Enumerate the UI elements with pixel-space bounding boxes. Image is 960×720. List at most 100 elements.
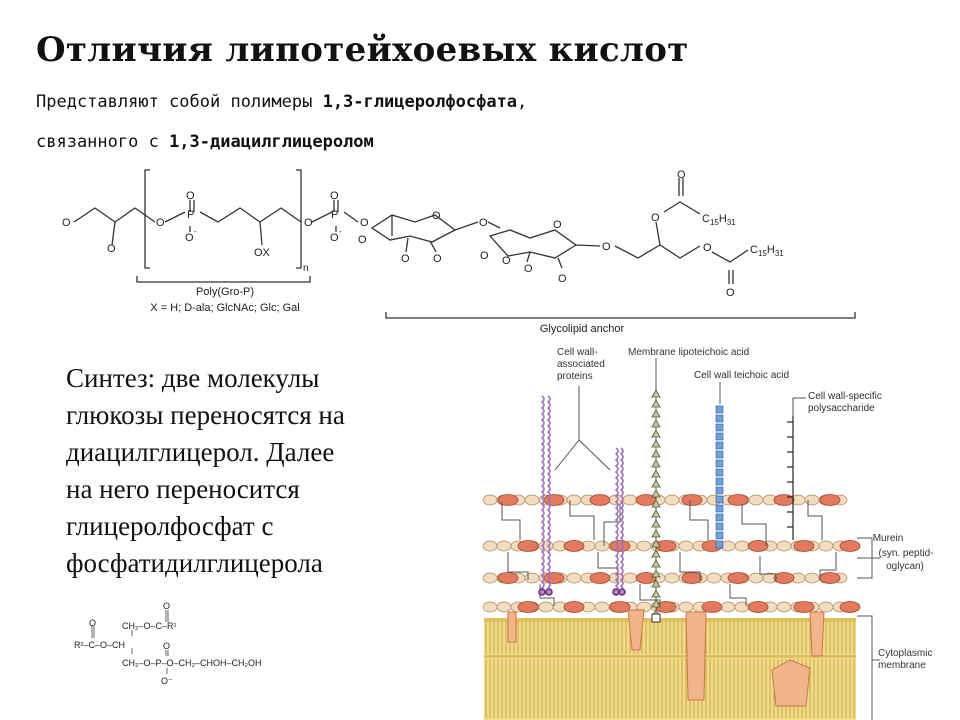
lta-unit [651, 429, 661, 438]
murein-glycan [819, 572, 841, 584]
murein-glycan [681, 494, 703, 506]
atom-o-7: O [360, 217, 369, 229]
atom-o-minus-1: O [185, 232, 194, 244]
murein-bead [524, 494, 540, 506]
atom-o-minus-2: O [330, 232, 339, 244]
lta-unit [651, 549, 661, 558]
synthesis-line-2: глюкозы переносятся на [66, 400, 345, 430]
diagram-labels: Cell wall- associated proteins Membrane … [557, 347, 934, 671]
murein-glycan [589, 572, 611, 584]
synthesis-line-3: диацилглицерол. Далее [66, 437, 335, 467]
formula-o-left: O [89, 618, 96, 628]
wta-unit [715, 405, 724, 414]
structure-bonds [73, 169, 856, 319]
lta-unit [651, 399, 661, 408]
atom-o-19: O [703, 242, 712, 254]
lta-unit [651, 389, 661, 398]
lta-unit [651, 469, 661, 478]
atom-o-13: O [502, 255, 511, 267]
murein-glycan [747, 540, 769, 552]
membrane-lipid-tails [485, 622, 855, 718]
subtitle-1-text: Представляют собой полимеры [36, 92, 323, 112]
slide-title: Отличия липотейхоевых кислот [36, 30, 689, 70]
atom-o-5: O [304, 217, 313, 229]
wta-unit [715, 459, 724, 468]
atom-o-8: O [358, 234, 367, 246]
murein-bead [664, 572, 680, 584]
acyl-2-c: C [750, 244, 758, 256]
murein-glycan [839, 601, 861, 613]
subtitle-line-1: Представляют собой полимеры 1,3-глицерол… [36, 92, 527, 112]
murein-glycan [563, 540, 585, 552]
wta-unit [715, 414, 724, 423]
lta-unit [651, 439, 661, 448]
murein-glycan [517, 540, 539, 552]
x-substituents-label: X = H; D-ala; GlcNAc; Glc; Gal [150, 302, 299, 314]
protein-anchor [538, 588, 546, 596]
murein-glycan [681, 572, 703, 584]
wta-unit [715, 486, 724, 495]
atom-o-14: O [524, 263, 533, 275]
murein-glycan [563, 601, 585, 613]
murein-glycan [773, 572, 795, 584]
subtitle-2-text: связанного с [36, 132, 170, 152]
murein-bead [538, 601, 554, 613]
label-murein-3: oglycan) [886, 561, 924, 572]
atom-o-1: O [62, 217, 71, 229]
murein-glycan [819, 494, 841, 506]
acyl-1-h-sub: 31 [727, 218, 736, 227]
atom-o-12: O [480, 250, 489, 262]
murein-glycan [793, 540, 815, 552]
lta-unit [651, 539, 661, 548]
cell-wall-polysaccharide [787, 416, 794, 540]
atom-o-18: O [677, 169, 686, 181]
murein-glycan [839, 540, 861, 552]
label-murein-1: Murein [873, 533, 904, 544]
subtitle-1-bold: 1,3-глицеролфосфата [322, 92, 518, 112]
lta-unit [651, 459, 661, 468]
diagram-leader-lines [554, 358, 880, 720]
wta-unit [715, 477, 724, 486]
atom-o-6: O [330, 190, 339, 202]
peptide-crosslinks [501, 500, 837, 606]
murein-glycan [635, 572, 657, 584]
wta-unit [715, 441, 724, 450]
atom-p-2: P [331, 209, 338, 221]
atom-o-9: O [401, 253, 410, 265]
murein-bead [496, 540, 512, 552]
membrane-inner-heads [484, 655, 856, 658]
label-membrane-2: membrane [878, 660, 926, 671]
murein-bead [804, 494, 820, 506]
label-polysaccharide-2: polysaccharide [808, 403, 875, 414]
murein-glycan [497, 494, 519, 506]
protein-strand [540, 395, 545, 595]
murein-bead [706, 572, 722, 584]
atom-o-2: O [107, 243, 116, 255]
protein-anchor [618, 588, 626, 596]
murein-bead [734, 601, 750, 613]
atom-o-4: O [186, 190, 195, 202]
lta-unit [651, 479, 661, 488]
murein-bead [496, 601, 512, 613]
murein-bead [776, 540, 792, 552]
lta-unit [651, 419, 661, 428]
lta-unit [651, 409, 661, 418]
murein-glycan [793, 601, 815, 613]
label-wta: Cell wall teichoic acid [694, 370, 789, 381]
murein-bead [524, 572, 540, 584]
murein-bead [594, 601, 610, 613]
phosphatidylglycerol-formula: O CH₂–O–C–R¹ O R²–C–O–CH O CH₂–O–P–O–CH₂… [74, 602, 262, 686]
repeat-n: n [303, 263, 309, 274]
synthesis-line-1: Синтез: две молекулы [66, 363, 320, 393]
membrane-outer-heads [484, 618, 856, 622]
protein-strand [619, 447, 624, 593]
lipoteichoic-acid-chain [651, 386, 661, 623]
synthesis-text: Синтез: две молекулы глюкозы переносятся… [66, 360, 406, 582]
formula-bonds [91, 610, 169, 674]
murein-bead [482, 494, 498, 506]
wta-unit [715, 522, 724, 531]
charge-minus-2: - [339, 227, 342, 236]
lta-unit [651, 509, 661, 518]
murein-bead [720, 601, 736, 613]
lta-unit [651, 499, 661, 508]
